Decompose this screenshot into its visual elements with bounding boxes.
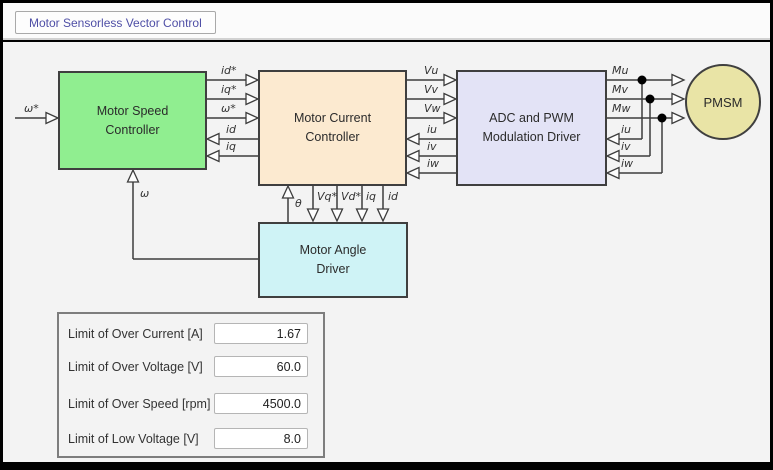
block-adc-pwm-driver: ADC and PWM Modulation Driver (456, 70, 607, 186)
limit-row-over-current: Limit of Over Current [A] (68, 322, 308, 345)
block-motor-speed-controller: Motor Speed Controller (58, 71, 207, 170)
signal-label-omega-ref-in: ω* (24, 102, 39, 115)
signal-label-theta: θ (295, 197, 302, 210)
signal-label-vv: Vv (424, 83, 439, 96)
block-label: ADC and PWM Modulation Driver (482, 111, 581, 144)
signal-label-iu-mid: iu (427, 123, 438, 136)
limit-label: Limit of Over Current [A] (68, 326, 203, 341)
limits-panel: Limit of Over Current [A] Limit of Over … (57, 312, 325, 458)
signal-label-mu: Mu (612, 64, 629, 77)
low-voltage-input[interactable] (214, 428, 308, 449)
signal-label-iv-sense: iv (621, 140, 631, 153)
signal-label-mw: Mw (612, 102, 631, 115)
signal-label-id-angle: id (388, 190, 399, 203)
signal-label-vq-ref: Vq* (317, 190, 338, 203)
title-button[interactable]: Motor Sensorless Vector Control (15, 11, 216, 34)
block-motor-angle-driver: Motor Angle Driver (258, 222, 408, 298)
over-voltage-input[interactable] (214, 356, 308, 377)
signal-label-iq-ref: iq* (221, 83, 237, 96)
signal-label-iu-sense: iu (621, 123, 632, 136)
block-label: PMSM (703, 94, 743, 110)
signal-label-vw: Vw (424, 102, 441, 115)
header-bar: Motor Sensorless Vector Control (3, 3, 770, 40)
block-motor-current-controller: Motor Current Controller (258, 70, 407, 186)
block-label: Motor Speed Controller (96, 103, 169, 137)
signal-label-iq-angle: iq (366, 190, 377, 203)
limit-label: Limit of Low Voltage [V] (68, 431, 199, 446)
signal-label-iw-mid: iw (427, 157, 440, 170)
limit-row-over-speed: Limit of Over Speed [rpm] (68, 392, 308, 415)
block-label: Motor Angle Driver (299, 243, 367, 276)
signal-label-iv-mid: iv (427, 140, 437, 153)
signal-label-iq-fb: iq (226, 140, 237, 153)
signal-label-id-ref: id* (221, 64, 237, 77)
block-pmsm: PMSM (685, 64, 761, 140)
signal-label-iw-sense: iw (621, 157, 634, 170)
signal-label-omega-ref: ω* (221, 102, 236, 115)
limit-label: Limit of Over Voltage [V] (68, 359, 203, 374)
block-label: Motor Current Controller (293, 111, 372, 144)
limit-row-over-voltage: Limit of Over Voltage [V] (68, 355, 308, 378)
signal-label-mv: Mv (612, 83, 629, 96)
signal-label-vd-ref: Vd* (341, 190, 362, 203)
over-current-input[interactable] (214, 323, 308, 344)
limit-row-low-voltage: Limit of Low Voltage [V] (68, 427, 308, 450)
limit-label: Limit of Over Speed [rpm] (68, 396, 211, 411)
signal-label-omega: ω (140, 187, 150, 200)
signal-label-id-fb: id (226, 123, 237, 136)
signal-label-vu: Vu (424, 64, 439, 77)
over-speed-input[interactable] (214, 393, 308, 414)
